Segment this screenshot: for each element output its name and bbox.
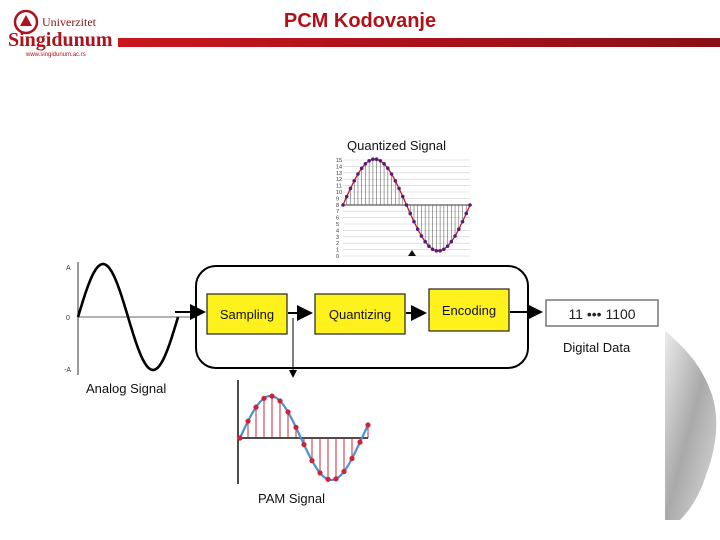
quantized-point	[356, 172, 360, 176]
pam-point	[277, 398, 282, 403]
quantized-tick-label: 13	[336, 171, 342, 177]
quantized-point	[431, 247, 435, 251]
statue-decoration	[665, 330, 716, 520]
quantized-point	[390, 172, 394, 176]
analog-signal-label: Analog Signal	[86, 381, 166, 396]
quantized-point	[468, 203, 472, 207]
quantized-point	[379, 159, 383, 163]
quantized-tick-label: 14	[336, 164, 342, 170]
quantized-point	[435, 249, 439, 253]
quantized-tick-label: 4	[336, 228, 339, 234]
quantized-tick-label: 12	[336, 177, 342, 183]
quantized-point	[375, 157, 379, 161]
quantized-point	[382, 162, 386, 166]
quantized-tick-label: 7	[336, 209, 339, 215]
quantized-point	[360, 166, 364, 170]
pam-point	[253, 405, 258, 410]
quantized-point	[341, 203, 345, 207]
quantized-point	[345, 195, 349, 199]
quantized-point	[423, 240, 427, 244]
sampling-label: Sampling	[220, 307, 274, 322]
quantized-tick-label: 1	[336, 248, 339, 254]
quantized-point	[371, 157, 375, 161]
pam-point	[293, 425, 298, 430]
quantized-point	[461, 220, 465, 224]
quantized-tick-label: 0	[336, 254, 339, 260]
quantized-point	[393, 179, 397, 183]
digital-output-value: 11 ••• 1100	[568, 306, 635, 322]
quantized-point	[405, 203, 409, 207]
pam-point	[237, 435, 242, 440]
pam-point	[357, 440, 362, 445]
quantized-point	[386, 166, 390, 170]
quantized-point	[453, 234, 457, 238]
pam-point	[269, 394, 274, 399]
quantized-point	[367, 159, 371, 163]
pam-point	[341, 469, 346, 474]
pam-point	[325, 477, 330, 482]
quantized-tick-label: 15	[336, 158, 342, 164]
quantized-point	[352, 179, 356, 183]
pam-point	[365, 422, 370, 427]
pam-point	[301, 442, 306, 447]
quantized-point	[442, 247, 446, 251]
quantized-marker	[408, 250, 416, 256]
quantizing-label: Quantizing	[329, 307, 391, 322]
quantized-tick-label: 9	[336, 196, 339, 202]
quantized-tick-label: 3	[336, 235, 339, 241]
quantized-tick-label: 6	[336, 216, 339, 222]
quantized-point	[349, 187, 353, 191]
quantized-point	[457, 227, 461, 231]
quantized-point	[438, 249, 442, 253]
pam-point	[317, 470, 322, 475]
quantized-point	[464, 212, 468, 216]
quantized-tick-label: 5	[336, 222, 339, 228]
quantized-point	[364, 162, 368, 166]
quantized-point	[416, 227, 420, 231]
pam-signal-label: PAM Signal	[258, 491, 325, 506]
quantized-point	[427, 244, 431, 248]
analog-tick-neg-a: -A	[64, 367, 71, 374]
pam-point	[349, 456, 354, 461]
pam-point	[333, 476, 338, 481]
quantized-point	[408, 212, 412, 216]
analog-tick-a: A	[66, 265, 71, 272]
digital-data-label: Digital Data	[563, 340, 631, 355]
pam-point	[285, 409, 290, 414]
quantized-tick-label: 8	[336, 203, 339, 209]
quantized-point	[420, 234, 424, 238]
encoding-label: Encoding	[442, 303, 496, 318]
quantized-point	[450, 240, 454, 244]
quantized-point	[397, 187, 401, 191]
quantized-tick-label: 11	[336, 184, 342, 190]
quantized-tick-label: 10	[336, 190, 342, 196]
analog-tick-0: 0	[66, 315, 70, 322]
pam-point	[245, 419, 250, 424]
quantized-signal-title: Quantized Signal	[347, 138, 446, 153]
quantized-point	[401, 195, 405, 199]
quantized-point	[412, 220, 416, 224]
pam-point	[309, 458, 314, 463]
pam-point	[261, 396, 266, 401]
quantized-tick-label: 2	[336, 241, 339, 247]
quantized-point	[446, 244, 450, 248]
